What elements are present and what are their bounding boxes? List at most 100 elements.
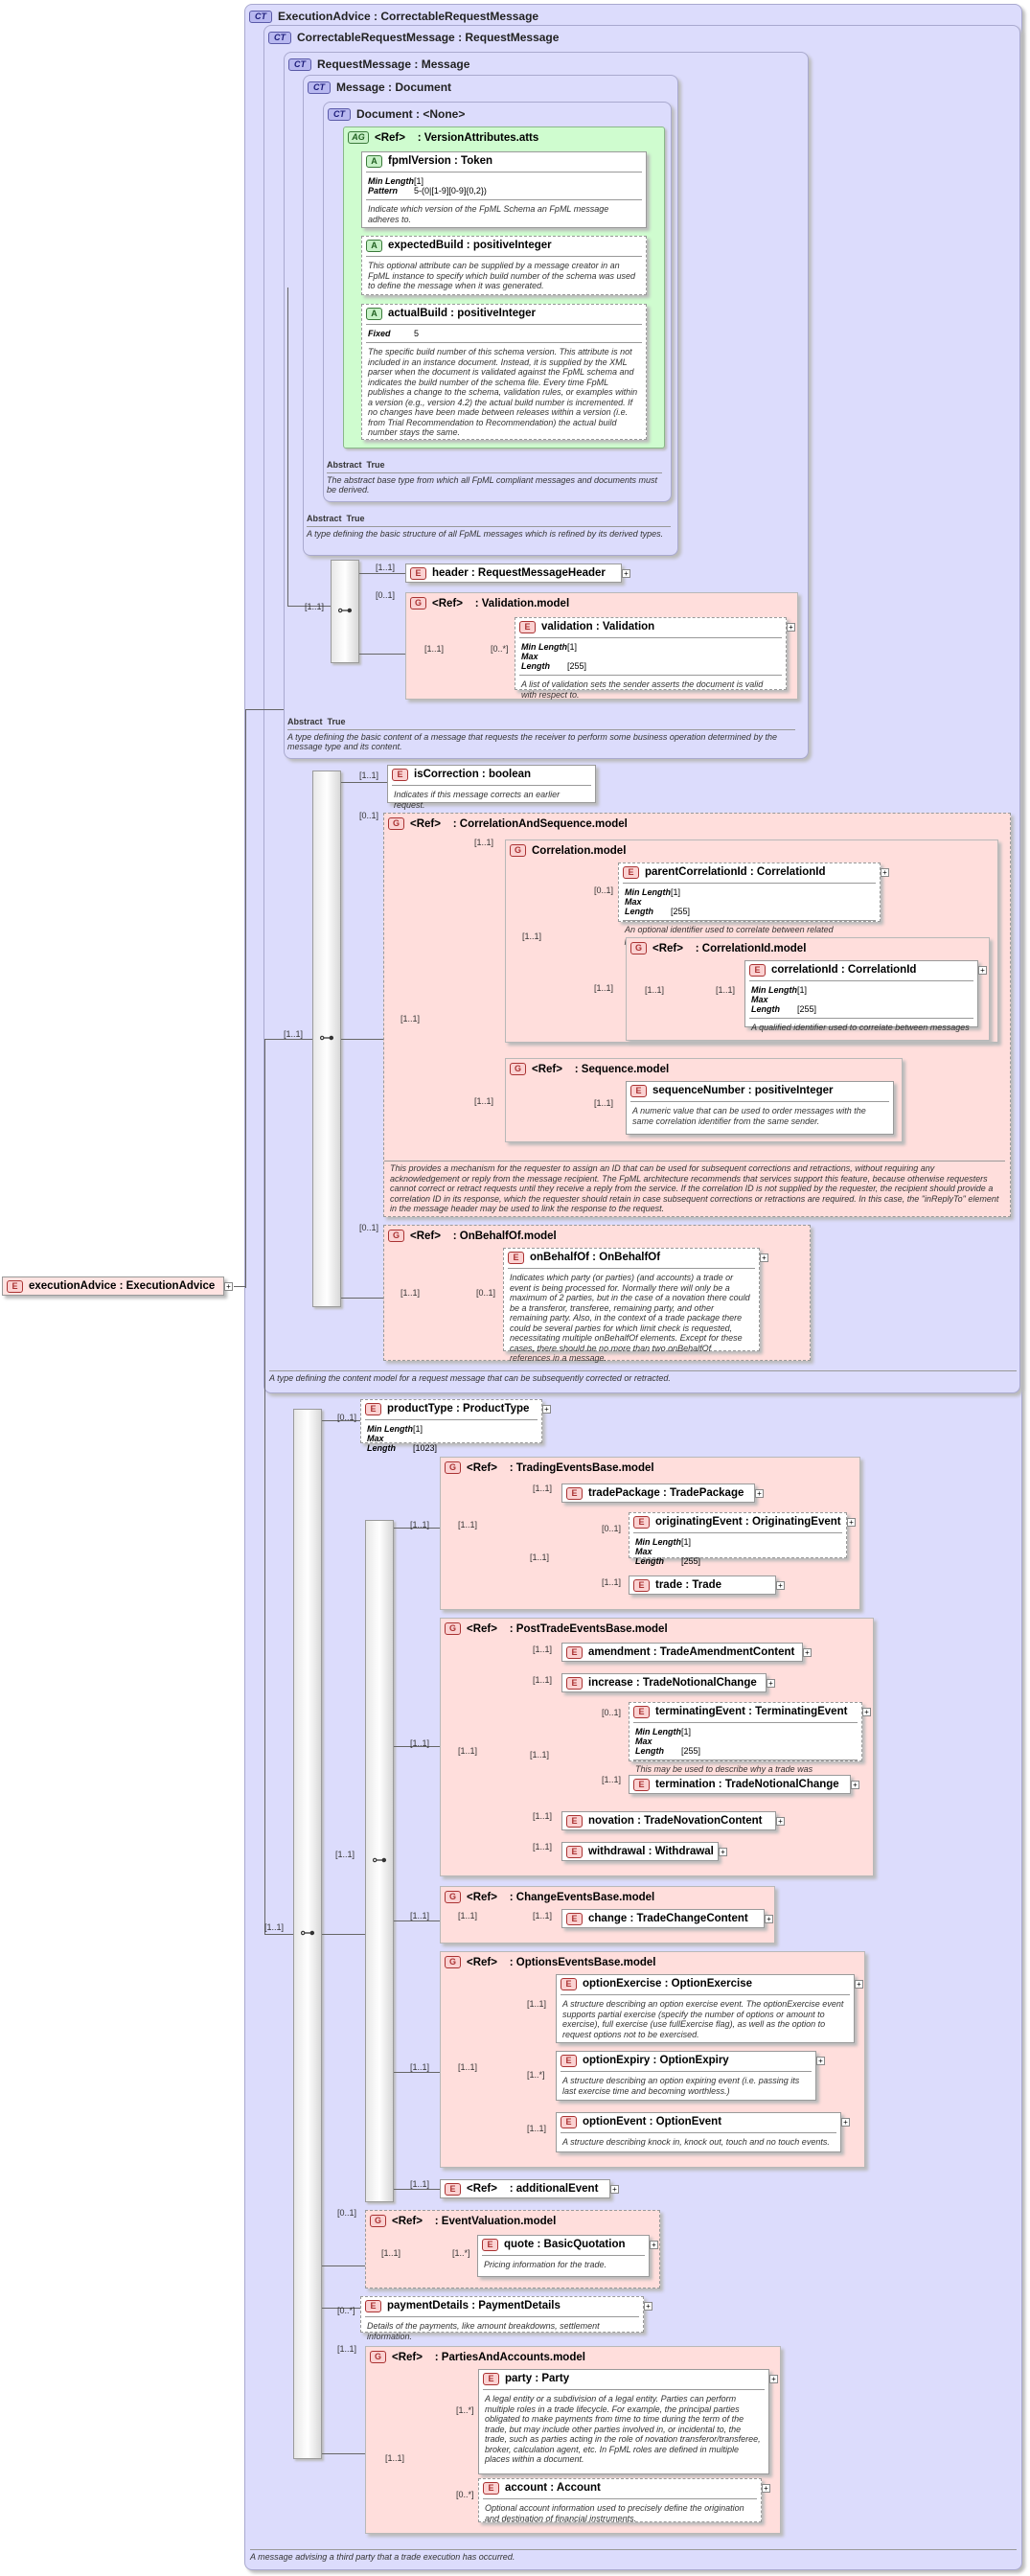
element-tag: E [483, 2372, 499, 2385]
expand-icon[interactable]: + [816, 2057, 825, 2065]
type-label: ExecutionAdvice : CorrectableRequestMess… [278, 10, 539, 23]
element-tag: E [561, 2115, 577, 2128]
expand-icon[interactable]: + [610, 2185, 619, 2194]
expand-icon[interactable]: + [841, 2118, 850, 2127]
ref-label: <Ref> [392, 2351, 423, 2363]
occurrence-label: [1..1] [602, 1577, 622, 1587]
element-tag: E [482, 2238, 498, 2251]
occurrence-label: [1..1] [594, 983, 614, 993]
element-label: novation : TradeNovationContent [588, 1815, 763, 1827]
element-additional-event[interactable]: E<Ref> : additionalEvent + [440, 2179, 619, 2198]
complex-type-tag: CT [249, 10, 272, 23]
expand-icon[interactable]: + [847, 1518, 856, 1527]
connector [234, 1286, 245, 1287]
attribute-tag: A [366, 307, 382, 320]
group-tag: G [445, 1461, 461, 1474]
expand-icon[interactable]: + [650, 2241, 658, 2249]
element-tag: E [392, 768, 408, 781]
sequence-execution-advice: ⊶ [293, 1409, 322, 2459]
occurrence-label: [1..1] [410, 1738, 430, 1748]
expand-icon[interactable]: + [803, 1648, 812, 1657]
expand-icon[interactable]: + [224, 1282, 233, 1291]
expand-icon[interactable]: + [787, 623, 795, 632]
ref-label: <Ref> [467, 1956, 497, 1968]
element-doc: Optional account information used to pre… [485, 2503, 744, 2523]
expand-icon[interactable]: + [769, 2375, 778, 2383]
element-label: correlationId : CorrelationId [771, 964, 917, 976]
occurrence-label: [1..1] [458, 1746, 478, 1756]
element-tag: E [365, 1402, 381, 1415]
connector [245, 709, 246, 1288]
type-label: Document : <None> [356, 107, 466, 121]
ref-label: <Ref> [532, 1063, 562, 1075]
type-label: CorrectableRequestMessage : RequestMessa… [297, 31, 560, 44]
expand-icon[interactable]: + [881, 868, 889, 877]
element-doc: Indicates which party (or parties) (and … [510, 1273, 750, 1363]
group-doc: This provides a mechanism for the reques… [384, 1161, 1005, 1216]
element-doc: A qualified identifier used to correlate… [751, 1023, 970, 1032]
connector [341, 1039, 383, 1040]
expand-icon[interactable]: + [760, 1254, 768, 1262]
expand-icon[interactable]: + [765, 1915, 773, 1923]
occurrence-label: [0..*] [491, 644, 509, 654]
expand-icon[interactable]: + [855, 1980, 863, 1989]
group-label: : CorrelationAndSequence.model [452, 817, 628, 830]
occurrence-label: [1..1] [594, 1098, 614, 1108]
occurrence-label: [1..1] [716, 985, 736, 995]
connector [359, 573, 405, 574]
element-props: Min Length[1]Max Length[255] [625, 887, 691, 916]
expand-icon[interactable]: + [644, 2302, 652, 2311]
element-label: validation : Validation [541, 621, 655, 632]
occurrence-label: [1..1] [533, 1644, 553, 1654]
attribute-tag: A [366, 154, 382, 168]
expand-icon[interactable]: + [755, 1489, 764, 1498]
expand-icon[interactable]: + [776, 1581, 785, 1590]
element-label: productType : ProductType [387, 1403, 530, 1414]
occurrence-label: [0..1] [359, 1223, 379, 1232]
attribute-label: expectedBuild : positiveInteger [388, 240, 552, 251]
expand-icon[interactable]: + [862, 1708, 871, 1716]
element-doc: A structure describing an option exercis… [562, 1999, 844, 2039]
expand-icon[interactable]: + [851, 1781, 859, 1789]
expand-icon[interactable]: + [622, 569, 630, 578]
occurrence-label: [1..1] [527, 1999, 547, 2009]
expand-icon[interactable]: + [767, 1679, 775, 1688]
expand-icon[interactable]: + [762, 2484, 770, 2493]
occurrence-label: [1..1] [376, 563, 396, 572]
element-tag: E [410, 566, 426, 580]
expand-icon[interactable]: + [719, 1848, 727, 1856]
expand-icon[interactable]: + [978, 966, 987, 975]
element-label: increase : TradeNotionalChange [588, 1677, 757, 1689]
expand-icon[interactable]: + [542, 1405, 551, 1414]
expand-icon[interactable]: + [776, 1817, 785, 1826]
